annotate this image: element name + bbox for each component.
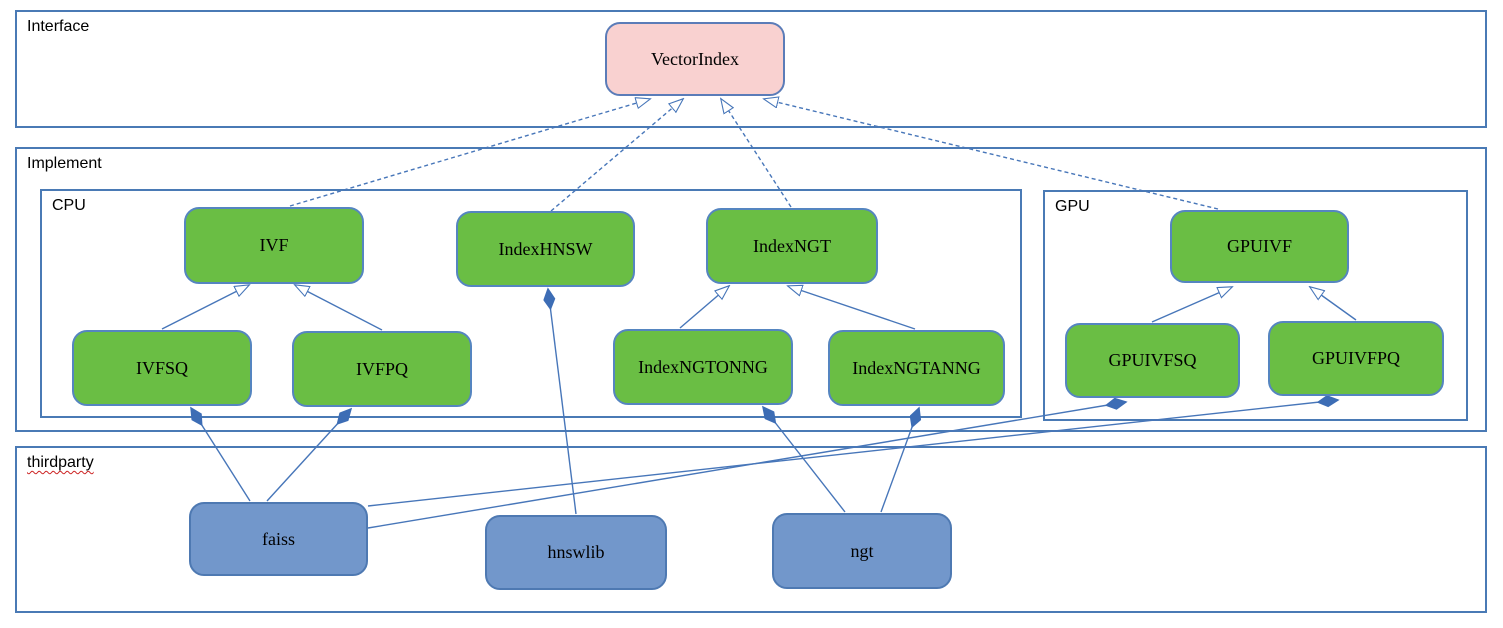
- thirdparty-container: thirdparty: [15, 446, 1487, 613]
- edge-indexhnsw-vectorindex: [550, 99, 683, 212]
- edge-ivfpq-ivf: [295, 285, 383, 331]
- node-hnswlib: hnswlib: [485, 515, 667, 590]
- edge-indexngt-vectorindex: [721, 99, 792, 208]
- node-indexngtanng: IndexNGTANNG: [828, 330, 1005, 406]
- edge-indexngtanng-indexngt: [788, 286, 916, 330]
- edge-gpuivf-vectorindex: [764, 99, 1219, 210]
- edge-ngt-indexngtanng: [880, 408, 919, 513]
- cpu-container-label: CPU: [52, 197, 86, 214]
- thirdparty-container-label: thirdparty: [27, 454, 94, 471]
- edge-faiss-ivfsq: [191, 408, 251, 502]
- implement-container-label: Implement: [27, 155, 102, 172]
- edge-ivfsq-ivf: [161, 285, 249, 330]
- node-ivf: IVF: [184, 207, 364, 284]
- edge-faiss-gpuivfpq: [367, 400, 1338, 507]
- edge-ivf-vectorindex: [289, 99, 650, 207]
- edge-faiss-ivfpq: [266, 409, 351, 502]
- edge-hnswlib-indexhnsw: [548, 289, 577, 515]
- node-faiss: faiss: [189, 502, 368, 576]
- edge-gpuivfpq-gpuivf: [1310, 287, 1357, 321]
- node-gpuivf: GPUIVF: [1170, 210, 1349, 283]
- node-gpuivfpq: GPUIVFPQ: [1268, 321, 1444, 396]
- edge-ngt-indexngtonng: [763, 407, 846, 513]
- edge-gpuivfsq-gpuivf: [1151, 287, 1232, 323]
- gpu-container: GPU: [1043, 190, 1468, 421]
- edge-indexngtonng-indexngt: [679, 286, 729, 329]
- node-indexhnsw: IndexHNSW: [456, 211, 635, 287]
- node-indexngtonng: IndexNGTONNG: [613, 329, 793, 405]
- node-ivfpq: IVFPQ: [292, 331, 472, 407]
- node-indexngt: IndexNGT: [706, 208, 878, 284]
- node-ivfsq: IVFSQ: [72, 330, 252, 406]
- interface-container-label: Interface: [27, 18, 90, 35]
- node-ngt: ngt: [772, 513, 952, 589]
- interface-container: Interface: [15, 10, 1487, 128]
- gpu-container-label: GPU: [1055, 198, 1090, 215]
- cpu-container: CPU: [40, 189, 1022, 418]
- node-gpuivfsq: GPUIVFSQ: [1065, 323, 1240, 398]
- node-vectorindex: VectorIndex: [605, 22, 785, 96]
- implement-container: Implement: [15, 147, 1487, 432]
